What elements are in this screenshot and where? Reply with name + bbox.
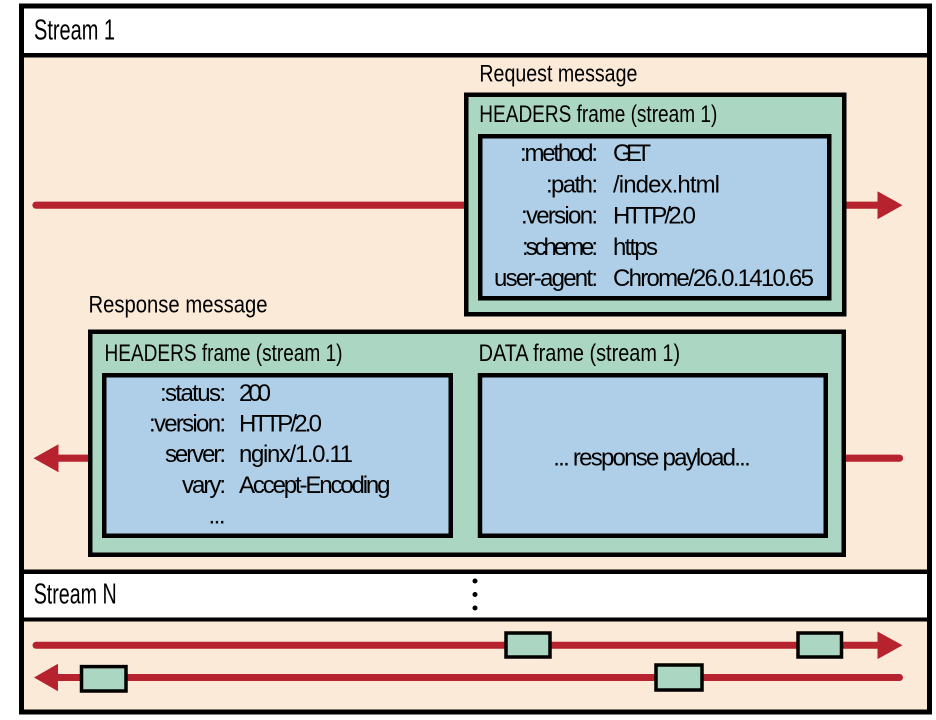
svg-text:Accept-Encoding: Accept-Encoding (239, 472, 391, 499)
svg-text:HEADERS frame (stream 1): HEADERS frame (stream 1) (479, 101, 717, 128)
svg-text:DATA frame (stream 1): DATA frame (stream 1) (479, 340, 680, 367)
svg-text:user-agent:: user-agent: (494, 265, 598, 292)
svg-text::method:: :method: (520, 140, 598, 167)
svg-text:Request message: Request message (479, 61, 637, 88)
svg-text::status:: :status: (160, 380, 226, 407)
svg-text::version:: :version: (149, 411, 226, 438)
svg-text:nginx/1.0.11: nginx/1.0.11 (239, 441, 353, 468)
svg-text:HEADERS frame (stream 1): HEADERS frame (stream 1) (105, 340, 343, 367)
svg-text:Stream 1: Stream 1 (34, 14, 115, 46)
svg-text:GET: GET (613, 140, 651, 167)
svg-text:server:: server: (165, 441, 226, 468)
svg-text:200: 200 (239, 380, 271, 407)
svg-text::path:: :path: (546, 171, 598, 198)
svg-text:... response payload...: ... response payload... (553, 444, 751, 471)
svg-text::scheme:: :scheme: (522, 234, 598, 261)
svg-text:...: ... (209, 502, 226, 529)
svg-text:Response message: Response message (89, 292, 268, 319)
svg-text:HTTP/2.0: HTTP/2.0 (239, 411, 322, 438)
svg-text:https: https (613, 234, 658, 261)
svg-text:HTTP/2.0: HTTP/2.0 (613, 203, 696, 230)
svg-text:vary:: vary: (182, 472, 226, 499)
svg-text:Stream N: Stream N (34, 579, 117, 611)
svg-text:Chrome/26.0.1410.65: Chrome/26.0.1410.65 (613, 265, 814, 292)
svg-text:/index.html: /index.html (613, 171, 720, 198)
svg-text::version:: :version: (521, 203, 598, 230)
